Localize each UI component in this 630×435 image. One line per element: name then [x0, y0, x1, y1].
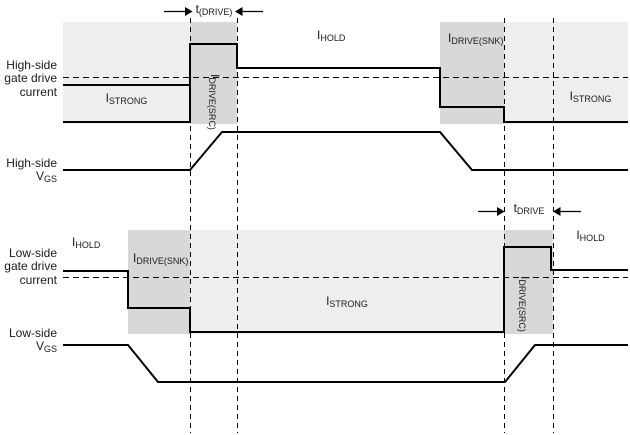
hs-current-signal-label-line1: High-side — [6, 58, 57, 72]
istrong-label-ls: ISTRONG — [326, 294, 368, 309]
ls-current-signal-label-line1: Low-side — [8, 246, 57, 260]
hs-vgs-waveform — [63, 131, 628, 171]
hs-vgs-signal-label-line1: High-side — [6, 156, 57, 170]
istrong-label-hs-left: ISTRONG — [105, 91, 148, 106]
ls-vgs-signal-label-line2: VGS — [35, 339, 57, 355]
shade-hs-tdrive-pulse — [190, 22, 237, 124]
idrive-snk-label-hs: IDRIVE(SNK) — [448, 31, 504, 46]
arrowhead-left-icon — [553, 207, 561, 216]
idrive-snk-label-ls: IDRIVE(SNK) — [133, 251, 189, 266]
ls-vgs-signal-label-line1: Low-side — [8, 326, 57, 340]
hs-current-signal-label-line2: gate drive — [4, 71, 57, 86]
hs-vgs-signal-label: High-side VGS — [0, 156, 57, 185]
hs-current-signal-label-line3: current — [19, 84, 57, 99]
istrong-label-hs-right: ISTRONG — [569, 89, 612, 104]
ls-current-signal-label-line2: gate drive — [4, 259, 57, 274]
idrive-src-label-ls: IDRIVE(SRC) — [517, 276, 532, 332]
shade-ls-idrive-snk — [128, 230, 190, 334]
ihold-label-ls-left: IHOLD — [72, 235, 101, 250]
shade-ls-istrong — [190, 230, 504, 334]
arrowhead-right-icon — [185, 7, 193, 16]
t-drive-label-hs: t(DRIVE) — [195, 2, 233, 17]
arrowhead-right-icon — [497, 207, 505, 216]
t-drive-label-ls: tDRIVE — [513, 201, 545, 216]
ls-vgs-signal-label: Low-side VGS — [0, 326, 57, 355]
shade-hs-istrong-left — [63, 22, 190, 124]
hs-current-signal-label: High-side gate drive current — [0, 58, 57, 99]
arrowhead-left-icon — [235, 7, 243, 16]
tdrive-dimension-hs — [164, 7, 263, 16]
ihold-label-hs: IHOLD — [317, 28, 346, 43]
ihold-label-ls-right: IHOLD — [576, 228, 605, 243]
ls-current-waveform — [63, 246, 628, 333]
ls-vgs-waveform — [63, 344, 628, 383]
shade-hs-istrong-right — [504, 22, 628, 124]
idrive-src-label-hs: IDRIVE(SRC) — [207, 74, 222, 130]
hs-current-waveform — [63, 43, 628, 123]
ls-current-signal-label-line3: current — [19, 272, 57, 287]
hs-vgs-signal-label-line2: VGS — [35, 169, 57, 185]
tdrive-dimension-ls — [478, 207, 581, 216]
ls-current-signal-label: Low-side gate drive current — [0, 246, 57, 287]
